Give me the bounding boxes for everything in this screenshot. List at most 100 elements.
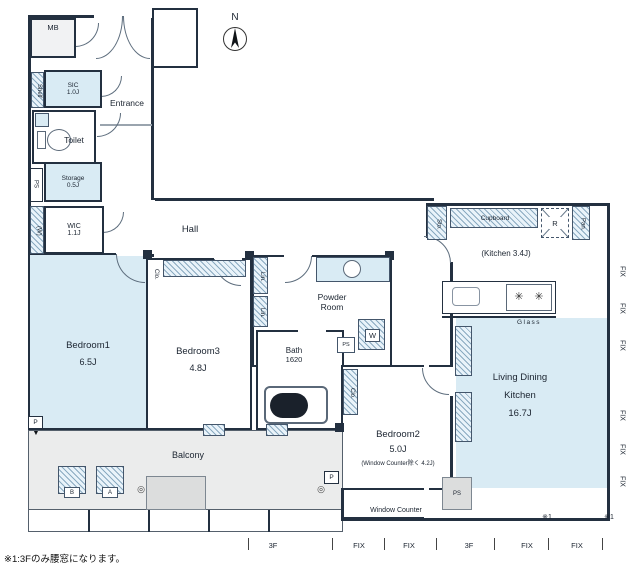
bedroom1-room — [28, 253, 148, 430]
powder-sink — [343, 260, 361, 278]
bottom-label: FIX — [521, 540, 533, 550]
ldk-wall-storage — [455, 326, 472, 376]
opening — [94, 13, 152, 18]
pillar — [335, 423, 344, 432]
p-box-bedroom1-label: P — [33, 419, 38, 426]
mb-box — [30, 18, 76, 58]
ps-bath-label: PS — [342, 342, 350, 348]
lin-lower-strip: Lin. — [253, 296, 268, 327]
wic-size: 1.1J — [67, 230, 81, 237]
storage-labels: Storage 0.5J — [44, 164, 102, 200]
opening — [214, 256, 242, 261]
bedroom3-name: Bedroom3 — [176, 345, 220, 357]
window-counter-bottom-wall — [341, 517, 429, 521]
p-box-bedroom2: P — [324, 471, 339, 484]
bottom-label: FIX — [403, 540, 415, 550]
pantry-label: Pan. — [579, 217, 586, 231]
cupboard-label: Cupboard — [480, 215, 510, 223]
bottom-label: FIX — [571, 540, 583, 550]
clo-bedroom3-strip — [163, 260, 246, 277]
bath-name: Bath — [285, 346, 303, 355]
opening — [284, 253, 312, 258]
window-box — [203, 424, 225, 436]
rail-tick — [268, 510, 270, 532]
pillar — [385, 251, 394, 260]
right-fix-label: FIX — [618, 302, 626, 314]
window-counter-label: Window Counter — [370, 506, 422, 514]
storage-name: Storage — [61, 175, 85, 182]
shelf-strip: Shelf — [31, 72, 44, 108]
clo-bedroom2-strip: Clo. — [343, 369, 358, 415]
balcony-rail — [28, 510, 343, 532]
entrance-label: Entrance — [109, 98, 145, 109]
hall-label: Hall — [181, 223, 199, 235]
storage-size: 0.5J — [66, 182, 80, 189]
window-counter-left-wall — [341, 488, 344, 520]
right-fix-label: FIX — [618, 443, 626, 455]
bottom-label: 3F — [464, 540, 474, 550]
ldk-floor — [456, 318, 607, 488]
pillar — [143, 250, 152, 259]
right-fix-label: FIX — [618, 475, 626, 487]
dim-tick — [602, 538, 603, 550]
washer-hookup-strip: (W) — [30, 206, 44, 254]
ldk-size: 16.7J — [508, 407, 532, 419]
kitchen-size-label: (Kitchen 3.4J) — [481, 249, 531, 259]
ps-bath-box: PS — [337, 337, 355, 353]
clo-bedroom2-label: Clo. — [349, 387, 356, 399]
footnote: ※1:3Fのみ腰窓になります。 — [4, 554, 126, 565]
powder-line2: Room — [320, 302, 344, 312]
ldk-line2: Kitchen — [504, 389, 536, 401]
p-box-bedroom1: P — [28, 416, 43, 429]
bedroom1-size: 6.5J — [79, 356, 97, 367]
dim-tick — [384, 538, 385, 550]
bedroom3-room — [146, 258, 252, 430]
ps-bottom-label: PS — [452, 490, 461, 497]
lin-upper-label: Lin. — [259, 271, 266, 282]
rail-tick — [208, 510, 210, 532]
opening — [151, 200, 155, 254]
balcony-a-text: A — [107, 489, 112, 496]
drain-icon: ◎ — [137, 483, 145, 494]
window-box — [266, 424, 288, 436]
balcony-hatch-pad — [146, 476, 206, 510]
bathtub-inner — [270, 393, 308, 418]
sic-size: 1.0J — [66, 89, 80, 96]
right-fix-label: FIX — [618, 339, 626, 351]
compass-icon — [222, 26, 248, 52]
washer-hookup-label: (W) — [35, 226, 42, 236]
rail-tick — [148, 510, 150, 532]
balcony-label: Balcony — [171, 449, 205, 460]
lin-lower-label: Lin. — [259, 307, 266, 318]
hall-top-wall — [152, 198, 434, 201]
pillar — [245, 251, 254, 260]
burner-icon: ✳ — [534, 291, 544, 304]
wic-name: WIC — [67, 223, 81, 230]
toilet-sink — [35, 113, 49, 127]
powder-line1: Powder — [317, 292, 347, 302]
fridge-label: R — [549, 217, 561, 229]
cupboard-strip: Cupboard — [450, 208, 538, 228]
storage-room — [44, 162, 102, 202]
opening — [298, 328, 326, 333]
toilet-bowl — [47, 129, 71, 151]
kitchen-sink — [452, 287, 480, 306]
opening — [116, 251, 146, 256]
glass-screen-line — [442, 316, 556, 318]
clo-bedroom3-label: Clo. — [153, 268, 160, 280]
dim-tick — [332, 538, 333, 550]
powder-labels: Powder Room — [300, 288, 364, 316]
opening — [449, 367, 455, 396]
compass-n-label: N — [231, 12, 239, 23]
bedroom1-labels: Bedroom1 6.5J — [48, 330, 128, 376]
toilet-label: Toilet — [64, 134, 84, 145]
bedroom3-labels: Bedroom3 4.8J — [156, 336, 240, 382]
glass-label: Glass — [516, 319, 542, 327]
sto-label: Sto. — [435, 218, 442, 230]
entrance-alcove — [152, 8, 198, 68]
ldk-labels: Living Dining Kitchen 16.7J — [468, 360, 572, 430]
mb-label: MB — [47, 22, 59, 32]
sic-name: SIC — [67, 82, 79, 89]
bedroom3-size: 4.8J — [189, 362, 207, 373]
dim-tick — [494, 538, 495, 550]
